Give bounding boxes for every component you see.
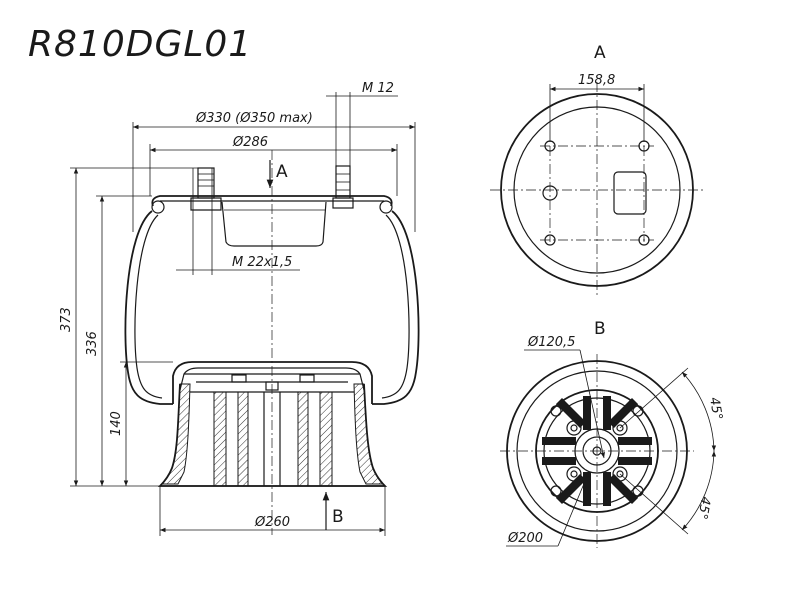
piston-bolt-boss-2 bbox=[612, 420, 628, 436]
piston-bolt-hole-3 bbox=[570, 470, 578, 478]
piston-cap bbox=[172, 361, 373, 404]
piston-wall-left-hatch bbox=[160, 383, 191, 485]
thread-air-label: M 22x1,5 bbox=[232, 255, 292, 270]
view-b-title: B bbox=[594, 319, 606, 339]
outer-diameter-label: Ø330 (Ø350 max) bbox=[195, 111, 313, 126]
piston-spoke-top-right bbox=[603, 396, 611, 430]
piston-bolt-boss-3 bbox=[566, 466, 582, 482]
angle-ray-2 bbox=[619, 473, 689, 535]
piston-spoke-diag-3 bbox=[556, 474, 586, 504]
height-336-label: 336 bbox=[85, 331, 100, 356]
piston-rib-1-hatch bbox=[213, 391, 227, 487]
bead-roll-left bbox=[151, 200, 165, 214]
piston-spoke-left-top bbox=[542, 437, 576, 445]
piston-body bbox=[157, 383, 388, 487]
air-fitting-nut bbox=[190, 197, 222, 211]
piston-spoke-bottom-right bbox=[603, 472, 611, 506]
view-b-marker: B bbox=[332, 507, 344, 527]
piston-bumper-right bbox=[299, 374, 315, 383]
piston-spoke-right-top bbox=[618, 437, 652, 445]
piston-rib-2-hatch bbox=[237, 391, 249, 487]
piston-bolt-boss-4 bbox=[612, 466, 628, 482]
bellow-right-wall bbox=[372, 210, 420, 405]
bolt-hole-bottom-right bbox=[638, 234, 650, 246]
piston-rib-4-hatch bbox=[319, 391, 333, 487]
piston-spoke-diag-2 bbox=[608, 398, 638, 428]
top-plate bbox=[151, 195, 393, 207]
top-recess bbox=[221, 201, 327, 247]
piston-spoke-diag-1 bbox=[556, 398, 586, 428]
piston-hole-circle-label: Ø120,5 bbox=[527, 335, 575, 350]
stud-nut bbox=[332, 197, 354, 209]
angle-arc-1 bbox=[681, 371, 717, 452]
bead-roll-right bbox=[379, 200, 393, 214]
piston-cap-inner bbox=[179, 367, 365, 391]
side-view: A B bbox=[124, 150, 420, 535]
piston-outer-boss-1 bbox=[550, 405, 562, 417]
piston-outer-circle-label: Ø200 bbox=[507, 531, 543, 546]
view-a-top: A 158,8 bbox=[490, 43, 704, 298]
piston-outer-boss-4 bbox=[632, 485, 644, 497]
d200-leader bbox=[557, 473, 589, 547]
piston-diameter-label: Ø260 bbox=[254, 515, 290, 530]
top-plate-diameter-label: Ø286 bbox=[232, 135, 268, 150]
bolt-spacing-label: 158,8 bbox=[578, 73, 615, 88]
view-a-title: A bbox=[594, 43, 606, 63]
height-373-label: 373 bbox=[59, 307, 74, 332]
view-a-marker: A bbox=[276, 162, 288, 182]
piston-bolt-boss-1 bbox=[566, 420, 582, 436]
piston-rib-3-hatch bbox=[297, 391, 309, 487]
height-140-label: 140 bbox=[109, 411, 124, 436]
piston-outer-boss-2 bbox=[632, 405, 644, 417]
angle-1-label: 45° bbox=[706, 396, 725, 421]
side-view-dimensions: M 12 Ø330 (Ø350 max) Ø286 M 22x1,5 373 3… bbox=[59, 81, 416, 536]
piston-bolt-hole-1 bbox=[570, 424, 578, 432]
air-fitting-hole bbox=[542, 185, 558, 201]
piston-center-boss bbox=[265, 381, 279, 391]
angle-2-label: 45° bbox=[694, 495, 713, 520]
piston-wall-right-hatch bbox=[353, 383, 385, 485]
piston-spoke-right-bottom bbox=[618, 457, 652, 465]
bellow-right-inner bbox=[381, 214, 410, 399]
top-recess-outline bbox=[613, 171, 647, 215]
thread-top-label: M 12 bbox=[362, 81, 394, 96]
bellow-left-wall bbox=[124, 210, 173, 405]
piston-outer-boss-3 bbox=[550, 485, 562, 497]
bellow-left-inner bbox=[134, 214, 163, 399]
part-number-title: R810DGL01 bbox=[28, 24, 252, 65]
piston-spoke-diag-4 bbox=[608, 474, 638, 504]
bolt-hole-bottom-left bbox=[544, 234, 556, 246]
piston-spoke-top-left bbox=[583, 396, 591, 430]
piston-bumper-left bbox=[231, 374, 247, 383]
angle-arc-2 bbox=[681, 450, 717, 531]
angle-ray-1 bbox=[619, 367, 689, 429]
piston-spoke-left-bottom bbox=[542, 457, 576, 465]
d120-leader bbox=[579, 349, 605, 459]
piston-bolt-hole-4 bbox=[616, 470, 624, 478]
piston-bolt-hole-2 bbox=[616, 424, 624, 432]
view-b-bottom: B Ø bbox=[500, 319, 725, 548]
